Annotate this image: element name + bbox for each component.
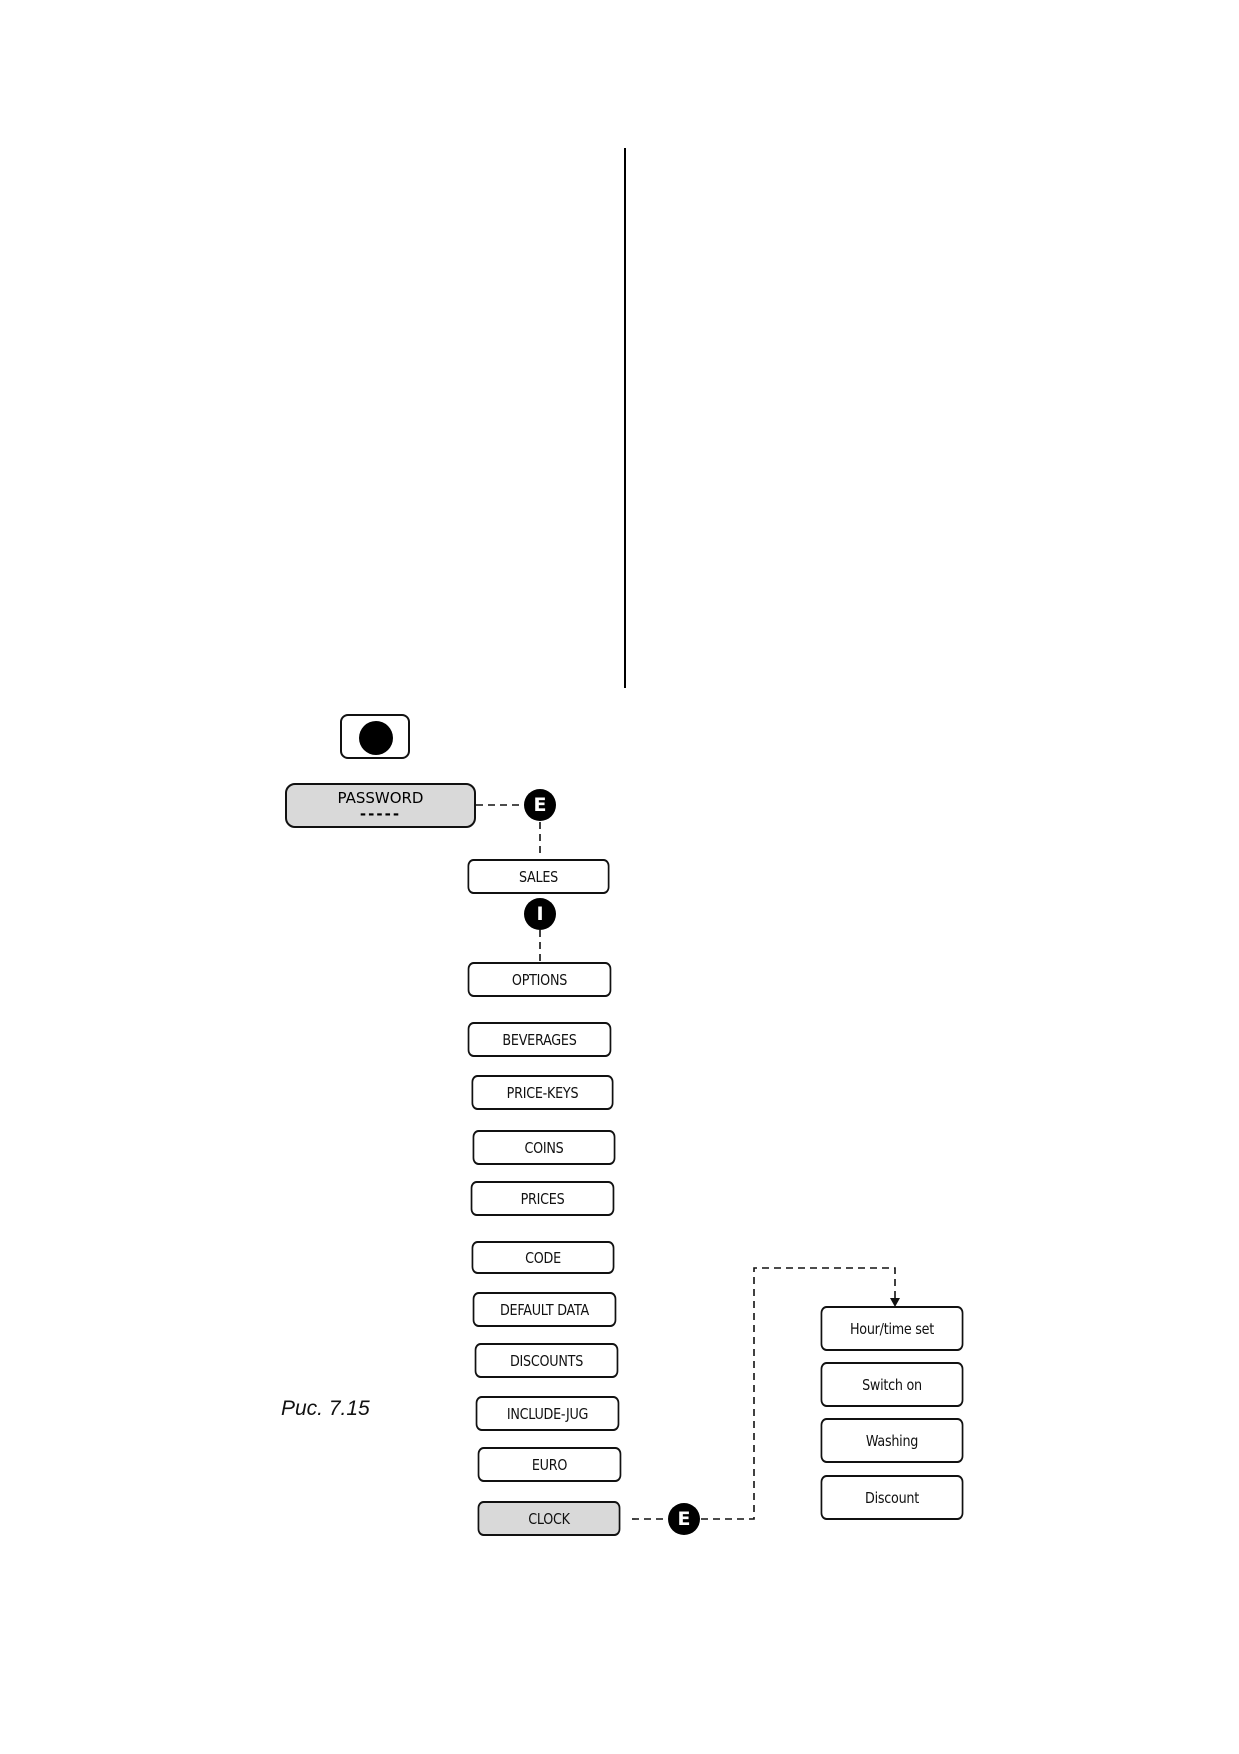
- menu-item-beverages[interactable]: BEVERAGES: [467, 1022, 612, 1057]
- menu-item-code[interactable]: CODE: [471, 1241, 615, 1274]
- submenu-discount[interactable]: Discount: [820, 1475, 964, 1520]
- menu-options[interactable]: OPTIONS: [467, 962, 612, 997]
- menu-item-include-jug[interactable]: INCLUDE-JUG: [475, 1396, 620, 1431]
- menu-item-discounts[interactable]: DISCOUNTS: [474, 1343, 619, 1378]
- password-box[interactable]: PASSWORD -----: [285, 783, 476, 828]
- submenu-switch-on[interactable]: Switch on: [820, 1362, 964, 1407]
- e-key-icon[interactable]: E: [668, 1503, 700, 1535]
- menu-item-default-data[interactable]: DEFAULT DATA: [472, 1292, 617, 1327]
- password-label: PASSWORD: [337, 788, 424, 807]
- submenu-washing[interactable]: Washing: [820, 1418, 964, 1463]
- submenu-hour-time-set[interactable]: Hour/time set: [820, 1306, 964, 1351]
- figure-caption: Рис. 7.15: [281, 1397, 370, 1420]
- i-key-icon[interactable]: I: [524, 898, 556, 930]
- divider-line: [624, 148, 626, 688]
- power-button[interactable]: [340, 714, 410, 759]
- password-value: -----: [359, 804, 402, 823]
- arrowhead-submenu: [890, 1298, 900, 1307]
- menu-item-clock[interactable]: CLOCK: [477, 1501, 621, 1536]
- menu-item-prices[interactable]: PRICES: [470, 1181, 615, 1216]
- menu-sales[interactable]: SALES: [467, 859, 610, 894]
- power-dot-icon: [359, 721, 393, 755]
- menu-item-coins[interactable]: COINS: [472, 1130, 616, 1165]
- connector-e-submenu: [701, 1267, 896, 1520]
- menu-item-price-keys[interactable]: PRICE-KEYS: [471, 1075, 614, 1110]
- e-key-icon[interactable]: E: [524, 789, 556, 821]
- menu-item-euro[interactable]: EURO: [477, 1447, 622, 1482]
